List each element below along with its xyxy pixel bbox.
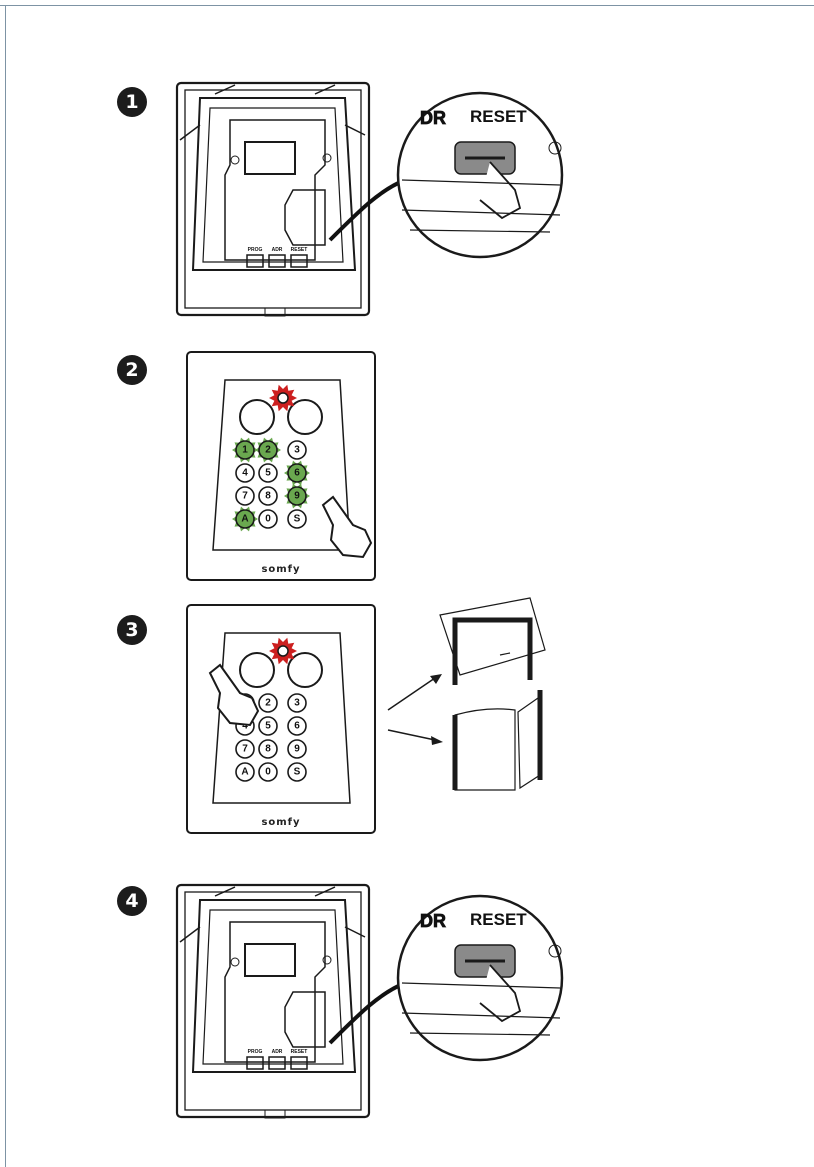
key-4	[236, 717, 254, 735]
reset-callout: DR RESET	[330, 90, 590, 270]
highlight-burst	[284, 461, 310, 486]
step-number-badge: 3	[117, 615, 147, 645]
highlight-burst	[255, 438, 281, 463]
key-2	[259, 694, 277, 712]
key-8	[259, 740, 277, 758]
key-label: S	[294, 514, 301, 525]
svg-text:PROG: PROG	[248, 1049, 263, 1055]
key-7	[236, 487, 254, 505]
channel-button-1	[240, 400, 274, 434]
key-1	[236, 441, 254, 459]
key-5	[259, 464, 277, 482]
key-label: A	[241, 767, 248, 778]
receiver-device-open: PROG ADR RESET	[175, 80, 375, 320]
step-number-badge: 1	[117, 87, 147, 117]
channel-button-2	[288, 653, 322, 687]
step-number-badge: 2	[117, 355, 147, 385]
key-label: 9	[294, 491, 300, 502]
svg-text:DR: DR	[420, 911, 446, 931]
key-label: 5	[265, 721, 271, 732]
key-label: 3	[294, 445, 300, 456]
finger-press-icon	[210, 665, 258, 725]
frame-border-left	[5, 5, 6, 1167]
key-7	[236, 740, 254, 758]
svg-text:RESET: RESET	[291, 247, 308, 253]
keypad-device-press: 1 2 3 4 5 6 7 8 9A 0 S somfy	[185, 603, 377, 835]
key-label: 1	[242, 445, 248, 456]
key-A	[236, 763, 254, 781]
channel-button-1	[240, 653, 274, 687]
key-5	[259, 717, 277, 735]
key-label: 3	[294, 698, 300, 709]
key-label: 7	[242, 744, 248, 755]
key-label: S	[294, 767, 301, 778]
gate-swing-icon	[440, 598, 545, 685]
reset-label: RESET	[470, 910, 527, 929]
key-A	[236, 510, 254, 528]
led-flash	[269, 638, 297, 665]
key-3	[288, 441, 306, 459]
key-0	[259, 763, 277, 781]
key-3	[288, 694, 306, 712]
key-label: 6	[294, 468, 300, 479]
indicator-led	[277, 644, 285, 652]
key-label: 2	[265, 445, 271, 456]
arrow-icon	[431, 736, 443, 745]
svg-text:somfy: somfy	[261, 817, 300, 828]
receiver-device-open: PROG ADR RESET	[175, 882, 375, 1122]
key-label: 8	[265, 491, 271, 502]
svg-text:ADR: ADR	[272, 247, 283, 253]
keypad-device: 1 2 3 4 5 6 7 8 9A 0 S somfy	[185, 350, 377, 582]
reset-callout: DR RESET	[330, 893, 590, 1073]
key-label: 8	[265, 744, 271, 755]
key-6	[288, 717, 306, 735]
key-label: A	[241, 514, 248, 525]
key-label: 0	[265, 767, 271, 778]
key-label: 0	[265, 514, 271, 525]
step-number-badge: 4	[117, 886, 147, 916]
key-6	[288, 464, 306, 482]
key-label: 7	[242, 491, 248, 502]
key-0	[259, 510, 277, 528]
svg-text:PROG: PROG	[248, 247, 263, 253]
key-S	[288, 510, 306, 528]
key-4	[236, 464, 254, 482]
highlight-burst	[232, 438, 258, 463]
key-9	[288, 487, 306, 505]
key-label: 9	[294, 744, 300, 755]
key-label: 4	[242, 468, 248, 479]
key-label: 4	[242, 721, 248, 732]
svg-text:somfy: somfy	[261, 564, 300, 575]
gate-actions	[380, 590, 560, 820]
key-S	[288, 763, 306, 781]
indicator-led	[277, 391, 285, 399]
finger-press-icon	[323, 497, 371, 557]
highlight-burst	[232, 507, 258, 532]
key-2	[259, 441, 277, 459]
svg-text:DR: DR	[420, 108, 446, 128]
key-1	[236, 694, 254, 712]
arrow-icon	[430, 674, 442, 684]
gate-double-icon	[455, 690, 540, 790]
key-label: 6	[294, 721, 300, 732]
reset-label: RESET	[470, 107, 527, 126]
svg-text:RESET: RESET	[291, 1049, 308, 1055]
channel-button-2	[288, 400, 322, 434]
key-9	[288, 740, 306, 758]
key-label: 1	[242, 698, 248, 709]
svg-text:ADR: ADR	[272, 1049, 283, 1055]
led-flash	[269, 385, 297, 412]
key-8	[259, 487, 277, 505]
frame-border-top	[0, 5, 814, 6]
key-label: 2	[265, 698, 271, 709]
key-label: 5	[265, 468, 271, 479]
highlight-burst	[284, 484, 310, 509]
